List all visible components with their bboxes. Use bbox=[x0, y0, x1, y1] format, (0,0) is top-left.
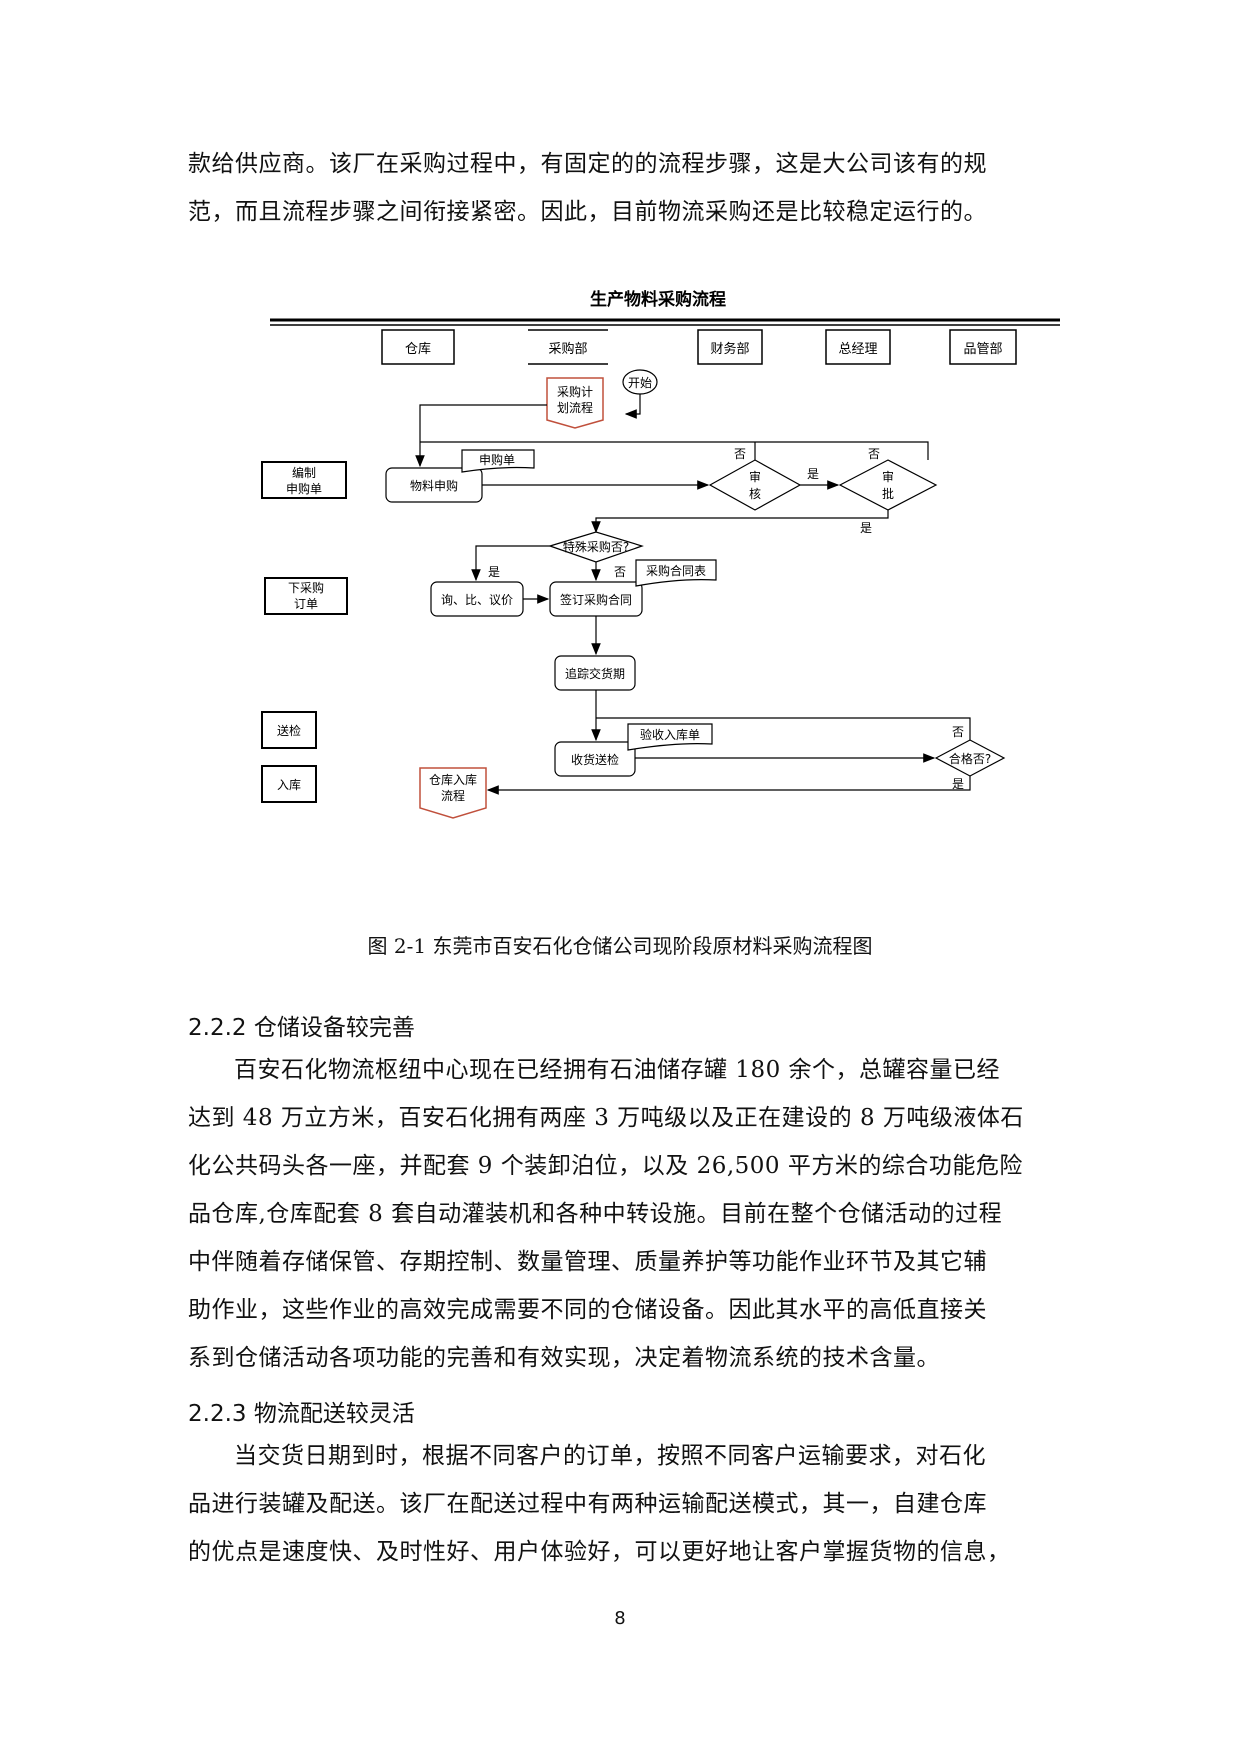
svg-text:开始: 开始 bbox=[628, 376, 652, 390]
special-no-label: 否 bbox=[614, 565, 626, 579]
svg-text:仓库入库: 仓库入库 bbox=[429, 772, 477, 787]
approve-yes-label: 是 bbox=[860, 521, 872, 535]
start-terminal: 开始 bbox=[622, 369, 658, 395]
svg-text:合格否?: 合格否? bbox=[949, 751, 991, 766]
para-line: 化公共码头各一座，并配套 9 个装卸泊位，以及 26,500 平方米的综合功能危… bbox=[188, 1153, 1023, 1179]
special-purchase-decision: 特殊采购否? bbox=[548, 531, 644, 563]
para-line: 系到仓储活动各项功能的完善和有效实现，决定着物流系统的技术含量。 bbox=[188, 1345, 940, 1371]
dept-finance: 财务部 bbox=[697, 329, 763, 365]
svg-text:审: 审 bbox=[749, 469, 761, 484]
track-delivery-step: 追踪交货期 bbox=[554, 655, 636, 691]
receive-inspect-step: 收货送检 bbox=[554, 741, 636, 777]
material-request-step: 物料申购 bbox=[385, 467, 483, 503]
svg-text:入库: 入库 bbox=[277, 777, 301, 792]
qualified-no-label: 否 bbox=[952, 725, 964, 739]
intro-paragraph: 款给供应商。该厂在采购过程中，有固定的的流程步骤，这是大公司该有的规 范，而且流… bbox=[188, 140, 1068, 236]
review-no-label: 否 bbox=[734, 447, 746, 461]
para-line: 品仓库,仓库配套 8 套自动灌装机和各种中转设施。目前在整个仓储活动的过程 bbox=[188, 1201, 1003, 1227]
svg-text:品管部: 品管部 bbox=[963, 342, 1002, 357]
para-line: 的优点是速度快、及时性好、用户体验好，可以更好地让客户掌握货物的信息， bbox=[188, 1539, 1011, 1565]
svg-text:验收入库单: 验收入库单 bbox=[640, 727, 700, 742]
svg-text:下采购: 下采购 bbox=[288, 580, 324, 595]
intro-line-2: 范，而且流程步骤之间衔接紧密。因此，目前物流采购还是比较稳定运行的。 bbox=[188, 199, 987, 225]
svg-text:仓库: 仓库 bbox=[405, 341, 431, 357]
qualified-decision: 合格否? bbox=[934, 739, 1006, 777]
dept-warehouse: 仓库 bbox=[381, 329, 455, 365]
para-line: 助作业，这些作业的高效完成需要不同的仓储设备。因此其水平的高低直接关 bbox=[188, 1297, 987, 1323]
procurement-flowchart: 生产物料采购流程 仓库 采购部 财务部 总经理 品管部 编制 申购单 下采购 订… bbox=[261, 289, 1060, 819]
section-heading-2-2-3: 2.2.3 物流配送较灵活 bbox=[188, 1401, 415, 1427]
dept-quality: 品管部 bbox=[949, 329, 1017, 365]
svg-text:收货送检: 收货送检 bbox=[571, 752, 619, 767]
warehouse-inbound-offpage: 仓库入库 流程 bbox=[419, 767, 487, 819]
section-2-2-3-paragraph: 当交货日期到时，根据不同客户的订单，按照不同客户运输要求，对石化 品进行装罐及配… bbox=[188, 1432, 1068, 1576]
stage-prepare-request: 编制 申购单 bbox=[261, 461, 347, 499]
svg-text:追踪交货期: 追踪交货期 bbox=[565, 666, 625, 681]
svg-text:批: 批 bbox=[882, 486, 894, 501]
svg-text:送检: 送检 bbox=[277, 723, 301, 738]
svg-text:特殊采购否?: 特殊采购否? bbox=[563, 539, 629, 554]
sign-contract-step: 签订采购合同 bbox=[549, 581, 643, 617]
svg-text:采购部: 采购部 bbox=[548, 341, 587, 357]
svg-text:签订采购合同: 签订采购合同 bbox=[560, 592, 632, 607]
page-number: 8 bbox=[614, 1608, 626, 1629]
svg-text:总经理: 总经理 bbox=[838, 342, 877, 357]
svg-text:财务部: 财务部 bbox=[710, 341, 749, 357]
svg-text:核: 核 bbox=[749, 487, 761, 501]
para-line: 当交货日期到时，根据不同客户的订单，按照不同客户运输要求，对石化 bbox=[234, 1443, 986, 1469]
dept-general-manager: 总经理 bbox=[825, 329, 891, 365]
svg-text:流程: 流程 bbox=[441, 788, 465, 803]
review-yes-label: 是 bbox=[807, 467, 819, 481]
qualified-yes-label: 是 bbox=[952, 777, 964, 791]
svg-text:采购合同表: 采购合同表 bbox=[646, 563, 706, 578]
section-heading-2-2-2: 2.2.2 仓储设备较完善 bbox=[188, 1015, 415, 1041]
diagram-title: 生产物料采购流程 bbox=[590, 289, 726, 310]
stage-place-order: 下采购 订单 bbox=[264, 577, 348, 615]
svg-text:申购单: 申购单 bbox=[479, 452, 515, 467]
svg-text:采购计: 采购计 bbox=[557, 384, 593, 399]
inspection-form-doc: 验收入库单 bbox=[627, 723, 713, 751]
figure-caption: 图 2-1 东莞市百安石化仓储公司现阶段原材料采购流程图 bbox=[367, 934, 873, 958]
svg-text:编制: 编制 bbox=[292, 465, 316, 480]
dept-purchasing: 采购部 bbox=[528, 329, 608, 365]
stage-storage: 入库 bbox=[261, 765, 317, 803]
inquiry-step: 询、比、议价 bbox=[430, 581, 524, 617]
para-line: 品进行装罐及配送。该厂在配送过程中有两种运输配送模式，其一，自建仓库 bbox=[188, 1491, 987, 1517]
para-line: 达到 48 万立方米，百安石化拥有两座 3 万吨级以及正在建设的 8 万吨级液体… bbox=[188, 1105, 1024, 1131]
svg-text:询、比、议价: 询、比、议价 bbox=[441, 593, 513, 607]
contract-form-doc: 采购合同表 bbox=[635, 559, 717, 587]
svg-text:订单: 订单 bbox=[294, 597, 318, 611]
svg-text:物料申购: 物料申购 bbox=[410, 478, 458, 493]
approve-no-label: 否 bbox=[868, 447, 880, 461]
svg-text:划流程: 划流程 bbox=[557, 400, 593, 415]
purchase-plan-offpage: 采购计 划流程 bbox=[546, 377, 604, 429]
section-2-2-2-paragraph: 百安石化物流枢纽中心现在已经拥有石油储存罐 180 余个，总罐容量已经 达到 4… bbox=[188, 1046, 1068, 1382]
approve-decision: 审 批 bbox=[838, 459, 938, 511]
review-decision: 审 核 bbox=[708, 459, 802, 511]
stage-inspection: 送检 bbox=[261, 711, 317, 749]
request-form-doc: 申购单 bbox=[461, 449, 535, 473]
svg-text:申购单: 申购单 bbox=[286, 481, 322, 496]
para-line: 中伴随着存储保管、存期控制、数量管理、质量养护等功能作业环节及其它辅 bbox=[188, 1249, 987, 1275]
svg-text:审: 审 bbox=[882, 469, 894, 484]
special-yes-label: 是 bbox=[488, 565, 500, 579]
para-line: 百安石化物流枢纽中心现在已经拥有石油储存罐 180 余个，总罐容量已经 bbox=[234, 1057, 1001, 1083]
intro-line-1: 款给供应商。该厂在采购过程中，有固定的的流程步骤，这是大公司该有的规 bbox=[188, 151, 987, 177]
